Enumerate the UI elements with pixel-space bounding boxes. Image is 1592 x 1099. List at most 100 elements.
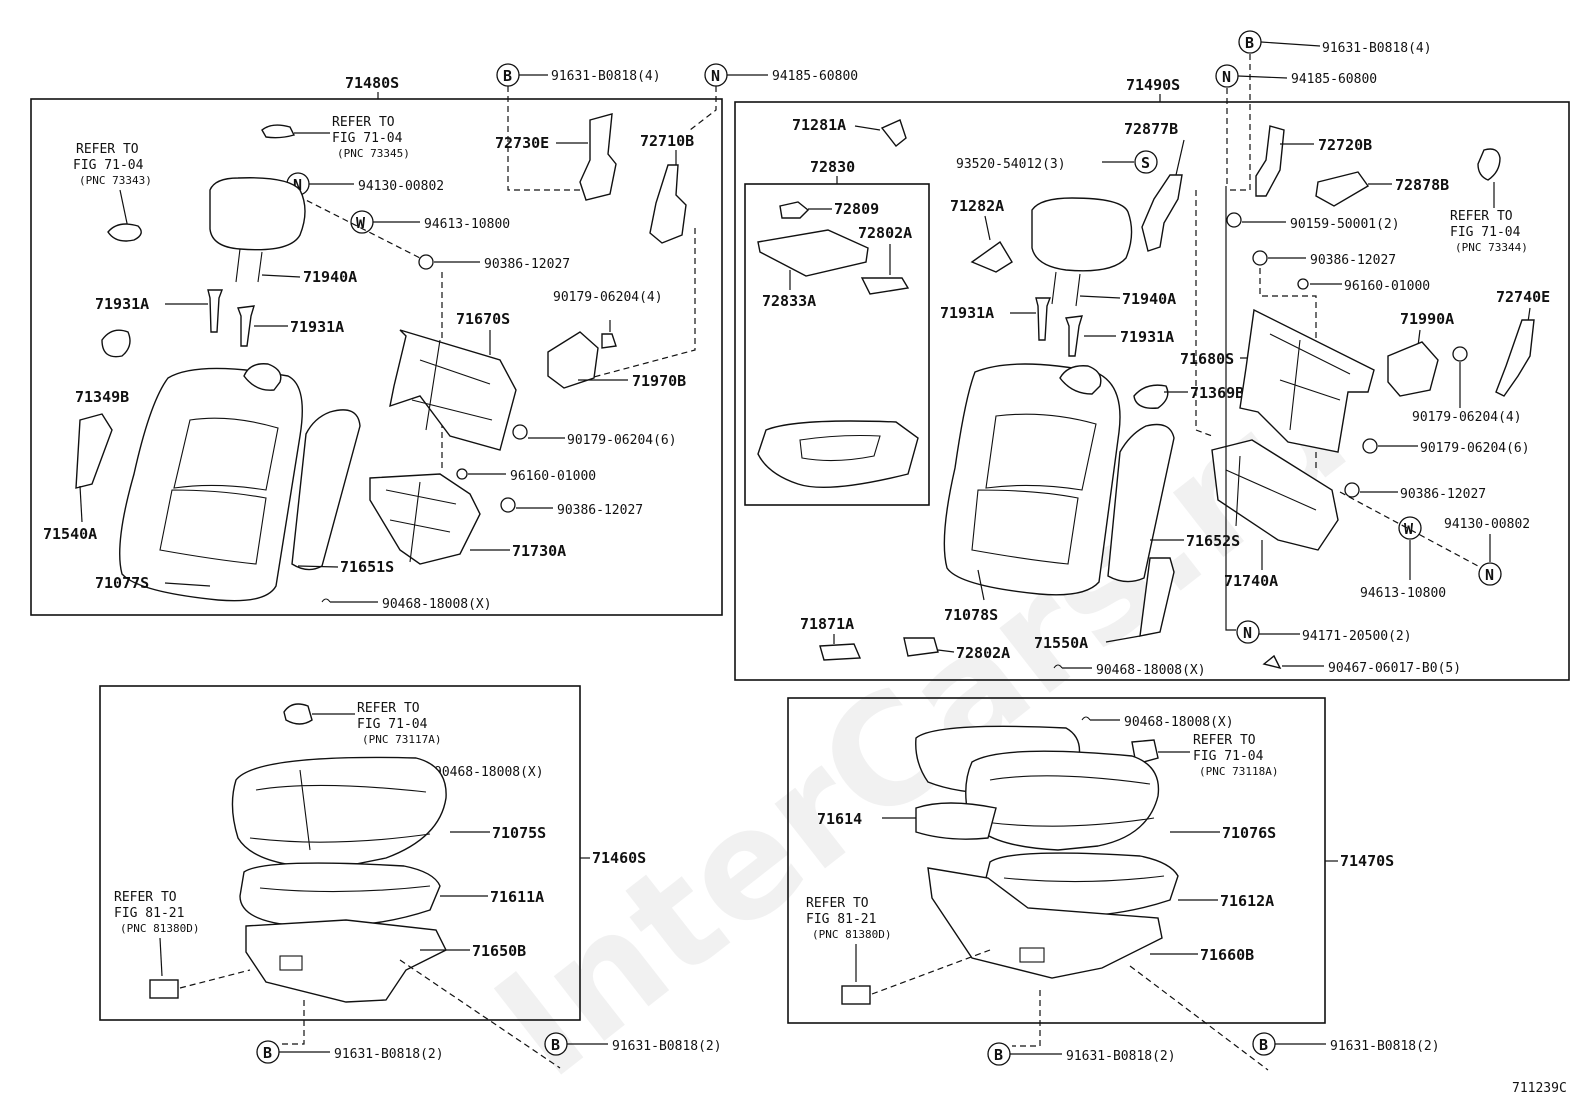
part-96160-01000: 96160-01000 — [510, 469, 596, 484]
part-90386-12027: 90386-12027 — [1400, 487, 1486, 502]
symbol-b-label: B — [994, 1046, 1003, 1064]
part-72877b: 72877B — [1124, 120, 1178, 138]
part-71282a-icon — [970, 240, 1013, 273]
refer-73117a-icon — [283, 703, 313, 725]
part-71652s: 71652S — [1186, 532, 1240, 550]
frame-71730a — [369, 473, 481, 565]
part-71651s-side — [291, 409, 361, 571]
part-71614: 71614 — [817, 810, 862, 828]
part-71369b: 71369B — [1190, 384, 1244, 402]
group-71480s: 71480S — [345, 74, 399, 92]
part-72730e-bracket — [579, 113, 617, 201]
part-90386-12027: 90386-12027 — [484, 257, 570, 272]
part-72802a: 72802A — [956, 644, 1010, 662]
symbol-b-label: B — [503, 67, 512, 85]
refer-73343-l2: FIG 71-04 — [73, 158, 144, 173]
refer-73344-l2: FIG 71-04 — [1450, 225, 1521, 240]
refer-73117a-l2: FIG 71-04 — [357, 717, 428, 732]
part-71281a: 71281A — [792, 116, 846, 134]
frame-71740a — [1211, 439, 1339, 551]
part-72740e-bracket — [1495, 319, 1535, 397]
refer-73343-l1: REFER TO — [76, 142, 139, 157]
frame-71660b — [927, 867, 1163, 979]
part-71970b: 71970B — [632, 372, 686, 390]
part-72802a: 72802A — [858, 224, 912, 242]
symbol-n-label: N — [1485, 566, 1494, 584]
headrest-right — [1031, 197, 1133, 272]
refer-81380d-l3: (PNC 81380D) — [120, 922, 199, 935]
symbol-n-label: N — [1222, 68, 1231, 86]
part-91631-b0818-2: 91631-B0818(2) — [1066, 1049, 1176, 1064]
part-71612a: 71612A — [1220, 892, 1274, 910]
refer-73343-icon — [107, 223, 142, 242]
refer-81380d-l2: FIG 81-21 — [114, 906, 184, 921]
symbol-b-label: B — [1259, 1036, 1268, 1054]
part-91631-b0818-2: 91631-B0818(2) — [1330, 1039, 1440, 1054]
box-71480s — [30, 98, 723, 616]
headrest-guide-icon — [237, 305, 255, 347]
part-72877b-bracket — [1141, 174, 1183, 252]
symbol-b-label: B — [263, 1044, 272, 1062]
seatback-left-top — [243, 363, 282, 391]
part-91631-b0818-2: 91631-B0818(2) — [612, 1039, 722, 1054]
part-71931a: 71931A — [290, 318, 344, 336]
armrest-cushion — [757, 420, 919, 489]
part-72878b-icon — [1315, 171, 1370, 207]
refer-81380d-r-icon — [841, 985, 871, 1005]
part-71075s: 71075S — [492, 824, 546, 842]
frame-71670s — [389, 329, 517, 451]
symbol-n-label: N — [711, 67, 720, 85]
part-96160-01000: 96160-01000 — [1344, 279, 1430, 294]
part-71076s: 71076S — [1222, 824, 1276, 842]
headrest-guide-icon — [207, 289, 224, 333]
part-72740e: 72740E — [1496, 288, 1550, 306]
bolt-icon — [1226, 212, 1242, 228]
refer-81380d-r-l1: REFER TO — [806, 896, 869, 911]
part-94613-10800: 94613-10800 — [1360, 586, 1446, 601]
part-72710b-bracket — [649, 164, 687, 244]
box-71460s — [99, 685, 581, 1021]
part-71940a: 71940A — [1122, 290, 1176, 308]
part-71680s: 71680S — [1180, 350, 1234, 368]
part-90159-50001-2: 90159-50001(2) — [1290, 217, 1400, 232]
cushion-71076s — [965, 750, 1160, 851]
symbol-s-label: S — [1141, 154, 1150, 172]
frame-71650b — [245, 919, 447, 1003]
part-94185-60800: 94185-60800 — [1291, 72, 1377, 87]
part-94130-00802: 94130-00802 — [1444, 517, 1530, 532]
symbol-w-icon — [1398, 516, 1422, 540]
part-71540a-cover — [75, 413, 113, 489]
part-94185-60800: 94185-60800 — [772, 69, 858, 84]
part-94130-00802: 94130-00802 — [358, 179, 444, 194]
part-71650b: 71650B — [472, 942, 526, 960]
part-90467-06017-b0-5: 90467-06017-B0(5) — [1328, 661, 1461, 676]
part-71369b-cover — [1133, 384, 1169, 409]
part-71550a: 71550A — [1034, 634, 1088, 652]
part-71614-pad — [915, 802, 997, 840]
clip-icon — [1297, 278, 1309, 290]
part-71281a-icon — [880, 119, 907, 147]
part-71540a: 71540A — [43, 525, 97, 543]
clip-icon — [418, 254, 434, 270]
refer-73117a-l3: (PNC 73117A) — [362, 733, 441, 746]
part-72809: 72809 — [834, 200, 879, 218]
part-72730e: 72730E — [495, 134, 549, 152]
part-72720b: 72720B — [1318, 136, 1372, 154]
symbol-b-label: B — [551, 1036, 560, 1054]
bracket-71990a — [1387, 341, 1439, 397]
nut-icon — [512, 424, 528, 440]
part-71940a: 71940A — [303, 268, 357, 286]
seatback-right-top — [1059, 365, 1102, 395]
symbol-n-label: N — [1243, 624, 1252, 642]
part-71651s: 71651S — [340, 558, 394, 576]
group-71490s: 71490S — [1126, 76, 1180, 94]
bracket-71970b — [547, 331, 599, 389]
refer-73345-l2: FIG 71-04 — [332, 131, 403, 146]
symbol-b-label: B — [1245, 34, 1254, 52]
refer-73344-l1: REFER TO — [1450, 209, 1513, 224]
part-71550a-cover — [1139, 557, 1175, 637]
part-71349b: 71349B — [75, 388, 129, 406]
refer-73345-l3: (PNC 73345) — [337, 147, 410, 160]
part-72710b: 72710B — [640, 132, 694, 150]
